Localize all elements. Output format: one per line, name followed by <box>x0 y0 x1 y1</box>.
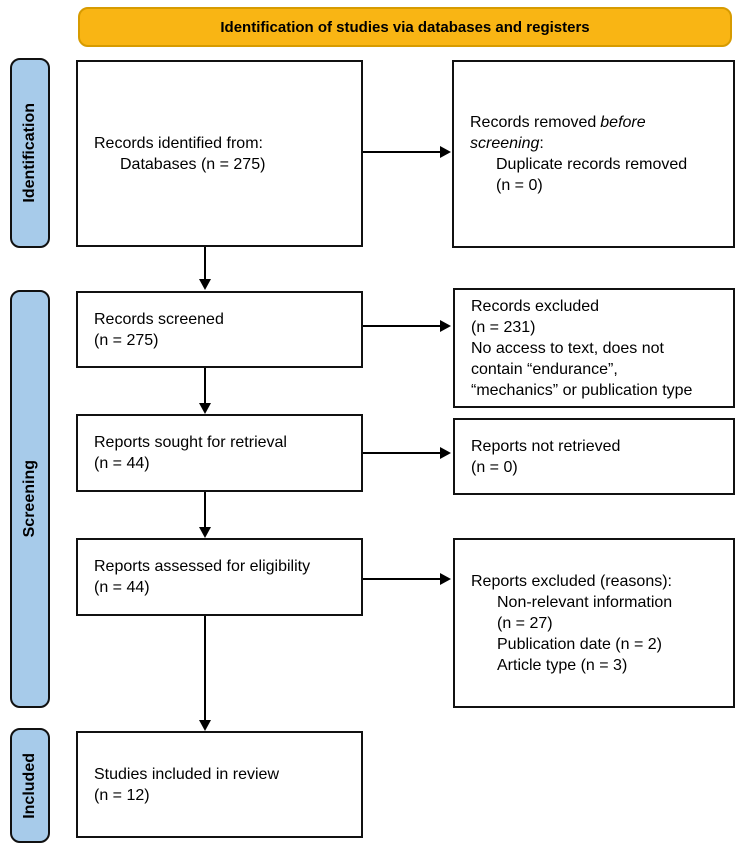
box-records-identified-line2: Databases (n = 275) <box>120 155 266 173</box>
records-removed-italic-screening: screening <box>470 135 540 152</box>
box-records-identified-line1: Records identified from: <box>94 134 263 152</box>
box-reports-assessed-line1: Reports assessed for eligibility <box>94 558 311 575</box>
box-studies-included: Studies included in review (n = 12) <box>76 731 363 838</box>
banner-label: Identification of studies via databases … <box>220 18 590 36</box>
records-removed-text: Records removed <box>470 114 597 131</box>
box-reports-not-retrieved: Reports not retrieved (n = 0) <box>453 418 735 495</box>
box-reports-sought-line1: Reports sought for retrieval <box>94 434 287 451</box>
box-records-screened: Records screened (n = 275) <box>76 291 363 368</box>
box-records-removed-line1: Records removed before <box>470 112 721 133</box>
box-reports-not-retrieved-line2: (n = 0) <box>471 458 518 476</box>
box-records-removed-item1: Duplicate records removed <box>496 156 688 173</box>
banner-identification-via-databases: Identification of studies via databases … <box>78 7 732 47</box>
box-records-removed-before-screening: Records removed before screening: Duplic… <box>452 60 735 248</box>
box-records-excluded-line5: “mechanics” or publication type <box>471 381 693 399</box>
box-records-excluded-line1: Records excluded <box>471 297 600 315</box>
stage-label-included: Included <box>10 728 50 843</box>
box-reports-assessed: Reports assessed for eligibility (n = 44… <box>76 538 363 616</box>
box-reports-excluded-item4: Article type (n = 3) <box>497 656 628 674</box>
stage-label-screening: Screening <box>10 290 50 708</box>
box-records-excluded-line3: No access to text, does not <box>471 339 664 357</box>
arrow-screened-to-sought <box>199 368 211 414</box>
records-removed-italic-before: before <box>600 114 646 131</box>
stage-label-included-text: Included <box>21 752 38 819</box>
arrow-sought-to-assessed <box>199 492 211 538</box>
box-records-excluded-line4: contain “endurance”, <box>471 360 618 378</box>
box-reports-excluded-item2: (n = 27) <box>497 614 553 632</box>
arrow-identified-to-screened <box>199 247 211 290</box>
stage-label-identification-text: Identification <box>21 103 38 203</box>
box-reports-not-retrieved-line1: Reports not retrieved <box>471 437 621 455</box>
arrow-screened-to-excluded <box>363 320 451 332</box>
box-records-screened-line2: (n = 275) <box>94 331 159 349</box>
box-reports-assessed-line2: (n = 44) <box>94 579 150 596</box>
arrow-sought-to-not-retrieved <box>363 447 451 459</box>
box-reports-sought: Reports sought for retrieval (n = 44) <box>76 414 363 492</box>
box-reports-excluded-item3: Publication date (n = 2) <box>497 635 662 653</box>
box-reports-sought-line2: (n = 44) <box>94 455 150 472</box>
records-removed-colon: : <box>539 135 544 152</box>
box-records-excluded: Records excluded (n = 231) No access to … <box>453 288 735 408</box>
arrow-identified-to-removed <box>363 146 451 158</box>
box-reports-excluded-line1: Reports excluded (reasons): <box>471 572 672 590</box>
box-reports-excluded-reasons: Reports excluded (reasons): Non-relevant… <box>453 538 735 708</box>
box-records-removed-line2: screening: <box>470 133 721 154</box>
box-studies-included-line1: Studies included in review <box>94 765 279 783</box>
box-records-screened-line1: Records screened <box>94 310 224 328</box>
arrow-assessed-to-included <box>199 616 211 731</box>
box-studies-included-line2: (n = 12) <box>94 786 150 804</box>
box-records-excluded-line2: (n = 231) <box>471 318 536 336</box>
stage-label-identification: Identification <box>10 58 50 248</box>
arrow-assessed-to-reports-excluded <box>363 573 451 585</box>
box-reports-excluded-item1: Non-relevant information <box>497 593 673 611</box>
box-records-removed-item2: (n = 0) <box>496 177 543 194</box>
stage-label-screening-text: Screening <box>21 460 38 538</box>
box-records-identified: Records identified from: Databases (n = … <box>76 60 363 247</box>
